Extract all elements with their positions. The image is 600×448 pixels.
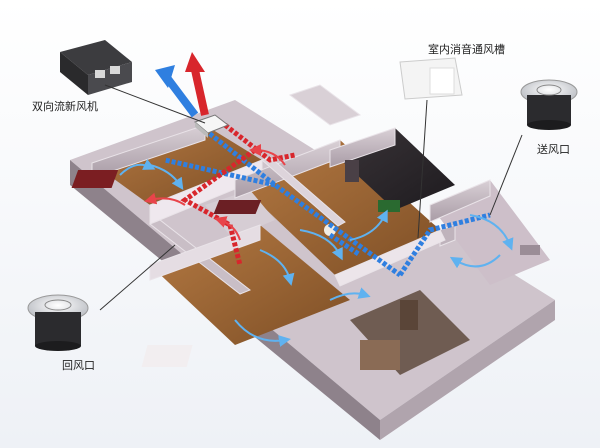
indoor-vent-slot-label: 室内消音通风槽 xyxy=(428,43,505,56)
supply-airflow xyxy=(119,159,514,347)
furniture xyxy=(71,160,540,370)
indoor-vent-slot-product xyxy=(399,57,463,100)
walls xyxy=(91,84,491,295)
fresh-air-unit-label: 双向流新风机 xyxy=(32,100,98,113)
fresh-air-unit-product xyxy=(60,40,132,95)
supply-vent-label: 送风口 xyxy=(537,143,570,156)
supply-vent-product xyxy=(520,79,578,130)
return-airflow xyxy=(144,144,286,241)
return-vent-product xyxy=(27,294,89,351)
supply-ducts xyxy=(164,128,491,278)
fresh-air-unit-onsite xyxy=(194,114,230,138)
return-vent-label: 回风口 xyxy=(62,359,95,372)
intake-exhaust-arrows xyxy=(155,52,209,118)
